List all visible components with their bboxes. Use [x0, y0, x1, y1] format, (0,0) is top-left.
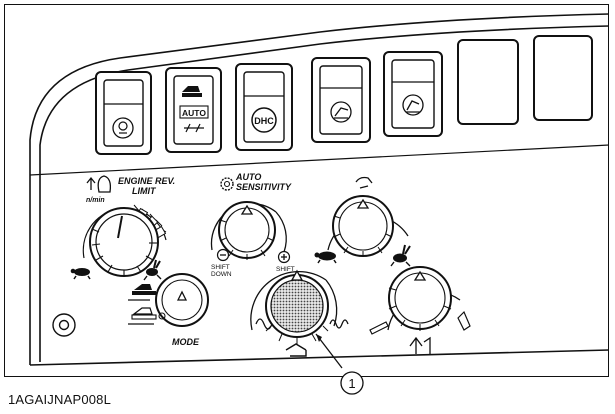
- mode-label: MODE: [172, 337, 200, 347]
- figure-caption: 1AGAIJNAP008L: [8, 392, 112, 407]
- panel-outline: [29, 13, 610, 366]
- blank-switch-plate-1: [457, 39, 519, 125]
- rpm-unit: n/min: [86, 197, 105, 204]
- mode-selector-icon: [182, 86, 202, 97]
- dhc-badge: DHC: [251, 107, 277, 133]
- highlighted-dial[interactable]: [250, 269, 338, 345]
- minus-icon: [216, 248, 230, 262]
- engine-rev-limit-label: n/min ENGINE REV. LIMIT: [86, 175, 175, 204]
- lower-right-dial[interactable]: [387, 266, 461, 331]
- work-light-icon: [330, 101, 352, 123]
- auto-sensitivity-label: AUTO SENSITIVITY: [220, 172, 292, 192]
- wave-low-icon: [255, 318, 273, 330]
- shift-down-line1: SHIFT: [211, 264, 230, 271]
- hydraulic-flow-icon: [409, 336, 431, 354]
- plus-icon: [277, 250, 291, 264]
- turtle-icon: [70, 268, 91, 280]
- callout-1: 1: [315, 333, 364, 395]
- auto-sensitivity-dial[interactable]: [210, 201, 287, 260]
- breaker-low-icon: [369, 321, 389, 335]
- rocker-switch-engine[interactable]: [95, 71, 152, 155]
- blank-switch-plate-2: [533, 35, 593, 121]
- excavator-mode-icon-2: [128, 307, 157, 325]
- callout-number: 1: [348, 376, 355, 391]
- travel-rabbit-icon: [390, 244, 411, 267]
- rocker-switch-dhc[interactable]: DHC: [235, 63, 293, 151]
- beacon-icon: [402, 94, 424, 116]
- travel-speed-dial[interactable]: [327, 195, 409, 257]
- breaker-high-icon: [457, 310, 471, 331]
- travel-turtle-icon: [314, 251, 337, 264]
- rpm-gauge-icon: [86, 175, 112, 193]
- switch-dhc-label: DHC: [254, 116, 274, 126]
- engine-rev-limit-dial[interactable]: [82, 204, 167, 277]
- travel-speed-label-icon: [355, 176, 373, 189]
- engine-rev-limit-line1: ENGINE REV.: [118, 176, 175, 186]
- mounting-screw: [52, 313, 76, 337]
- rocker-switch-beacon[interactable]: [383, 51, 443, 137]
- auto-line2: SENSITIVITY: [236, 182, 292, 192]
- operator-seat-icon: [285, 343, 307, 357]
- mode-dial[interactable]: [155, 273, 209, 327]
- rabbit-icon: [143, 259, 162, 281]
- excavator-mode-icon-1: [128, 284, 156, 301]
- shift-up-label: SHIFT: [276, 266, 295, 273]
- rocker-switch-mode-selector[interactable]: AUTO: [165, 67, 222, 153]
- switch-auto-label: AUTO: [182, 108, 206, 118]
- engine-icon: [112, 117, 134, 139]
- shift-down-line2: DOWN: [211, 271, 232, 278]
- auto-line1: AUTO: [235, 172, 261, 182]
- gear-icon: [220, 177, 234, 191]
- wave-high-icon: [329, 319, 349, 329]
- engine-rev-limit-line2: LIMIT: [132, 186, 157, 196]
- rocker-switch-work-light[interactable]: [311, 57, 371, 143]
- mode-icons: [128, 284, 157, 325]
